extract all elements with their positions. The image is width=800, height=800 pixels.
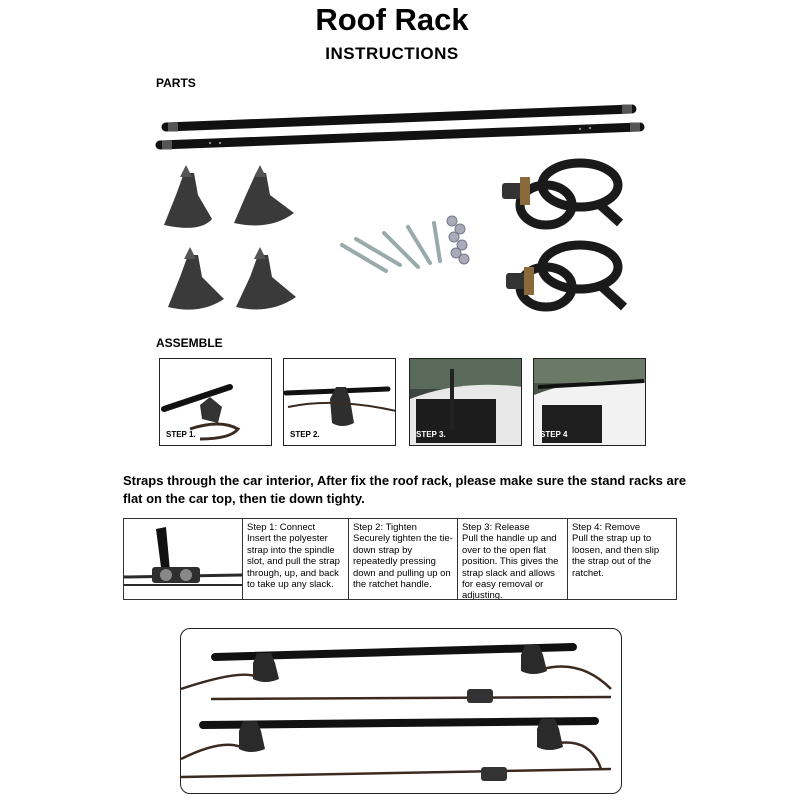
ratchet-strap-icon <box>502 158 624 230</box>
step-caption: STEP 3. <box>416 430 446 439</box>
rack-foot-icon <box>164 165 212 228</box>
strap-step-title: Step 3: Release <box>462 522 530 533</box>
bolt-icon <box>340 221 442 273</box>
page-title: Roof Rack <box>315 2 469 37</box>
ratchet-strap-icon <box>506 240 628 312</box>
strap-step-2: Step 2: Tighten Securely tighten the tie… <box>348 519 457 599</box>
strap-steps-table: Step 1: Connect Insert the polyester str… <box>123 518 677 600</box>
strap-step-text: Pull the strap up to loosen, and then sl… <box>572 533 660 579</box>
strap-step-title: Step 1: Connect <box>247 522 316 533</box>
step-caption: STEP 1. <box>166 430 196 439</box>
strap-step-3: Step 3: Release Pull the handle up and o… <box>457 519 567 599</box>
instruction-note: Straps through the car interior, After f… <box>123 473 687 506</box>
rack-foot-icon <box>168 247 224 310</box>
page-subtitle: INSTRUCTIONS <box>325 44 459 63</box>
strap-step-4: Step 4: Remove Pull the strap up to loos… <box>567 519 676 599</box>
rack-foot-icon <box>234 165 294 226</box>
assemble-step-1: STEP 1. <box>159 358 272 446</box>
strap-step-text: Securely tighten the tie-down strap by r… <box>353 533 453 591</box>
nut-icon <box>446 215 470 265</box>
strap-step-text: Insert the polyester strap into the spin… <box>247 533 340 591</box>
strap-step-title: Step 4: Remove <box>572 522 641 533</box>
assembled-rack-illustration <box>180 628 622 794</box>
parts-label: PARTS <box>156 76 196 90</box>
assemble-label: ASSEMBLE <box>156 336 223 350</box>
assemble-step-3: STEP 3. <box>409 358 522 446</box>
strap-step-text: Pull the handle up and over to the open … <box>462 533 559 599</box>
step-caption: STEP 2. <box>290 430 320 439</box>
parts-illustration <box>150 95 650 325</box>
ratchet-image-cell <box>124 519 242 599</box>
assemble-step-4: STEP 4 <box>533 358 646 446</box>
strap-step-title: Step 2: Tighten <box>353 522 417 533</box>
crossbar-icon <box>161 104 637 132</box>
strap-step-1: Step 1: Connect Insert the polyester str… <box>242 519 348 599</box>
assemble-step-2: STEP 2. <box>283 358 396 446</box>
ratchet-icon <box>124 527 242 586</box>
step-caption: STEP 4 <box>540 430 568 439</box>
crossbar-icon <box>155 122 645 150</box>
rack-foot-icon <box>236 247 296 310</box>
